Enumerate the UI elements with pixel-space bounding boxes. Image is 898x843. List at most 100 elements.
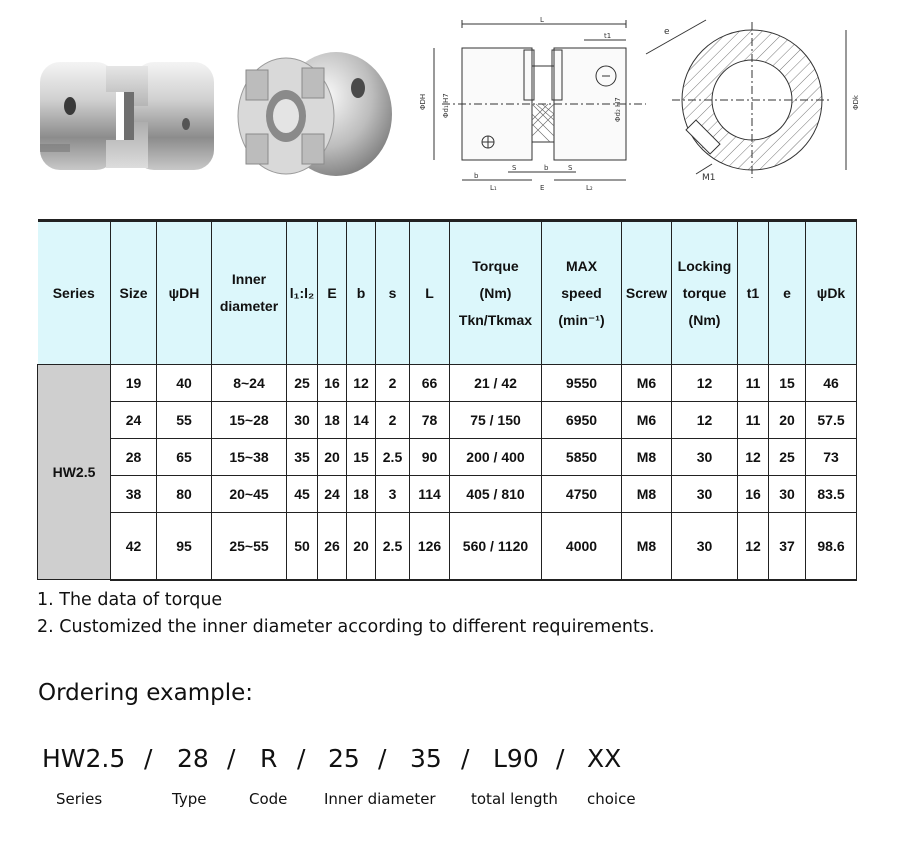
header-t1: t1 [737, 220, 769, 365]
cell: 55 [156, 401, 212, 439]
cell: 66 [409, 364, 450, 402]
label-series: Series [56, 790, 103, 808]
cell: 200 / 400 [449, 438, 542, 476]
cell: 560 / 1120 [449, 512, 542, 581]
cell: 50 [286, 512, 318, 581]
header-e-small: e [768, 220, 806, 365]
cell: 37 [768, 512, 806, 581]
drawing-label-l2: L₂ [586, 184, 593, 192]
note-torque: 1. The data of torque [37, 590, 223, 610]
cell: 12 [671, 364, 738, 402]
cell: 20~45 [211, 475, 287, 513]
cell: 83.5 [805, 475, 857, 513]
notes-list: 1. The data of torque 2. Customized the … [37, 587, 655, 641]
table-row: 24 55 15~28 30 18 14 2 78 75 / 150 6950 … [38, 401, 857, 439]
cell: 18 [346, 475, 376, 513]
cell: M8 [621, 475, 672, 513]
cell: 8~24 [211, 364, 287, 402]
header-s: s [375, 220, 410, 365]
header-series: Series [37, 220, 111, 365]
coupling-section-drawing: L t1 ΦDH Φd₁ H7 Φd₂ H7 b S b S L₁ E L₂ [419, 16, 646, 192]
cell: 90 [409, 438, 450, 476]
coupling-spec-table: Series Size ψDH Inner diameter l₁:l₂ E b… [37, 219, 857, 581]
header-e: E [317, 220, 347, 365]
cell: 4750 [541, 475, 622, 513]
note-custom-diameter: 2. Customized the inner diameter accordi… [37, 617, 655, 637]
cell: 42 [110, 512, 157, 581]
cell: 24 [110, 401, 157, 439]
drawing-label-t1: t1 [604, 32, 611, 40]
cell: 30 [768, 475, 806, 513]
order-slash: / [227, 744, 236, 773]
cell: M6 [621, 364, 672, 402]
cell: 35 [286, 438, 318, 476]
cell: 26 [317, 512, 347, 581]
order-series: HW2.5 [42, 744, 126, 773]
cell: 3 [375, 475, 410, 513]
drawing-label-s2: S [568, 164, 573, 172]
header-size: Size [110, 220, 157, 365]
cell: 20 [346, 512, 376, 581]
cell: M8 [621, 438, 672, 476]
cell: 11 [737, 364, 769, 402]
cell: 25 [768, 438, 806, 476]
cell: 18 [317, 401, 347, 439]
label-type: Type [172, 790, 207, 808]
cell: M6 [621, 401, 672, 439]
cell: 12 [737, 438, 769, 476]
cell: 30 [671, 438, 738, 476]
table-row: 42 95 25~55 50 26 20 2.5 126 560 / 1120 … [38, 512, 857, 581]
order-slash: / [461, 744, 470, 773]
table-header-row: Series Size ψDH Inner diameter l₁:l₂ E b… [37, 220, 857, 365]
cell: 30 [286, 401, 318, 439]
drawing-label-l: L [540, 16, 544, 24]
cell: 21 / 42 [449, 364, 542, 402]
cell: 30 [671, 512, 738, 581]
cell: 15~38 [211, 438, 287, 476]
cell: 16 [317, 364, 347, 402]
header-dh: ψDH [156, 220, 212, 365]
cell: 95 [156, 512, 212, 581]
cell: 5850 [541, 438, 622, 476]
cell: 15~28 [211, 401, 287, 439]
cell: 4000 [541, 512, 622, 581]
order-code-r: R [260, 744, 278, 773]
cell: 57.5 [805, 401, 857, 439]
cell: 2.5 [375, 512, 410, 581]
drawing-label-e: E [540, 184, 544, 192]
drawing-label-e-small: e [664, 27, 670, 37]
cell: 9550 [541, 364, 622, 402]
cell: 40 [156, 364, 212, 402]
drawing-label-s: S [512, 164, 517, 172]
cell: 6950 [541, 401, 622, 439]
order-inner-diameter: 25 [328, 744, 360, 773]
cell: 12 [737, 512, 769, 581]
drawing-label-d1: Φd₁ H7 [442, 93, 450, 118]
header-max-speed: MAX speed (min⁻¹) [541, 220, 622, 365]
order-slash: / [144, 744, 153, 773]
cell: 114 [409, 475, 450, 513]
header-dk: ψDk [805, 220, 857, 365]
drawing-label-l1: L₁ [490, 184, 497, 192]
cell: 46 [805, 364, 857, 402]
drawing-label-b: b [474, 172, 479, 180]
coupling-hub-photo [237, 52, 392, 176]
cell: 80 [156, 475, 212, 513]
order-slash: / [297, 744, 306, 773]
header-torque: Torque (Nm) Tkn/Tkmax [449, 220, 542, 365]
header-locking-torque: Locking torque (Nm) [671, 220, 738, 365]
cell: 12 [346, 364, 376, 402]
cell: 126 [409, 512, 450, 581]
cell: 20 [317, 438, 347, 476]
label-total-length: total length [471, 790, 558, 808]
drawing-label-m1: M1 [702, 173, 716, 183]
cell: 30 [671, 475, 738, 513]
cell: 405 / 810 [449, 475, 542, 513]
order-total-length: 35 [410, 744, 442, 773]
series-cell: HW2.5 [37, 364, 111, 580]
cell: 25 [286, 364, 318, 402]
cell: 28 [110, 438, 157, 476]
table-row: HW2.5 19 40 8~24 25 16 12 2 66 21 / 42 9… [37, 364, 857, 580]
cell: M8 [621, 512, 672, 581]
cell: 15 [346, 438, 376, 476]
